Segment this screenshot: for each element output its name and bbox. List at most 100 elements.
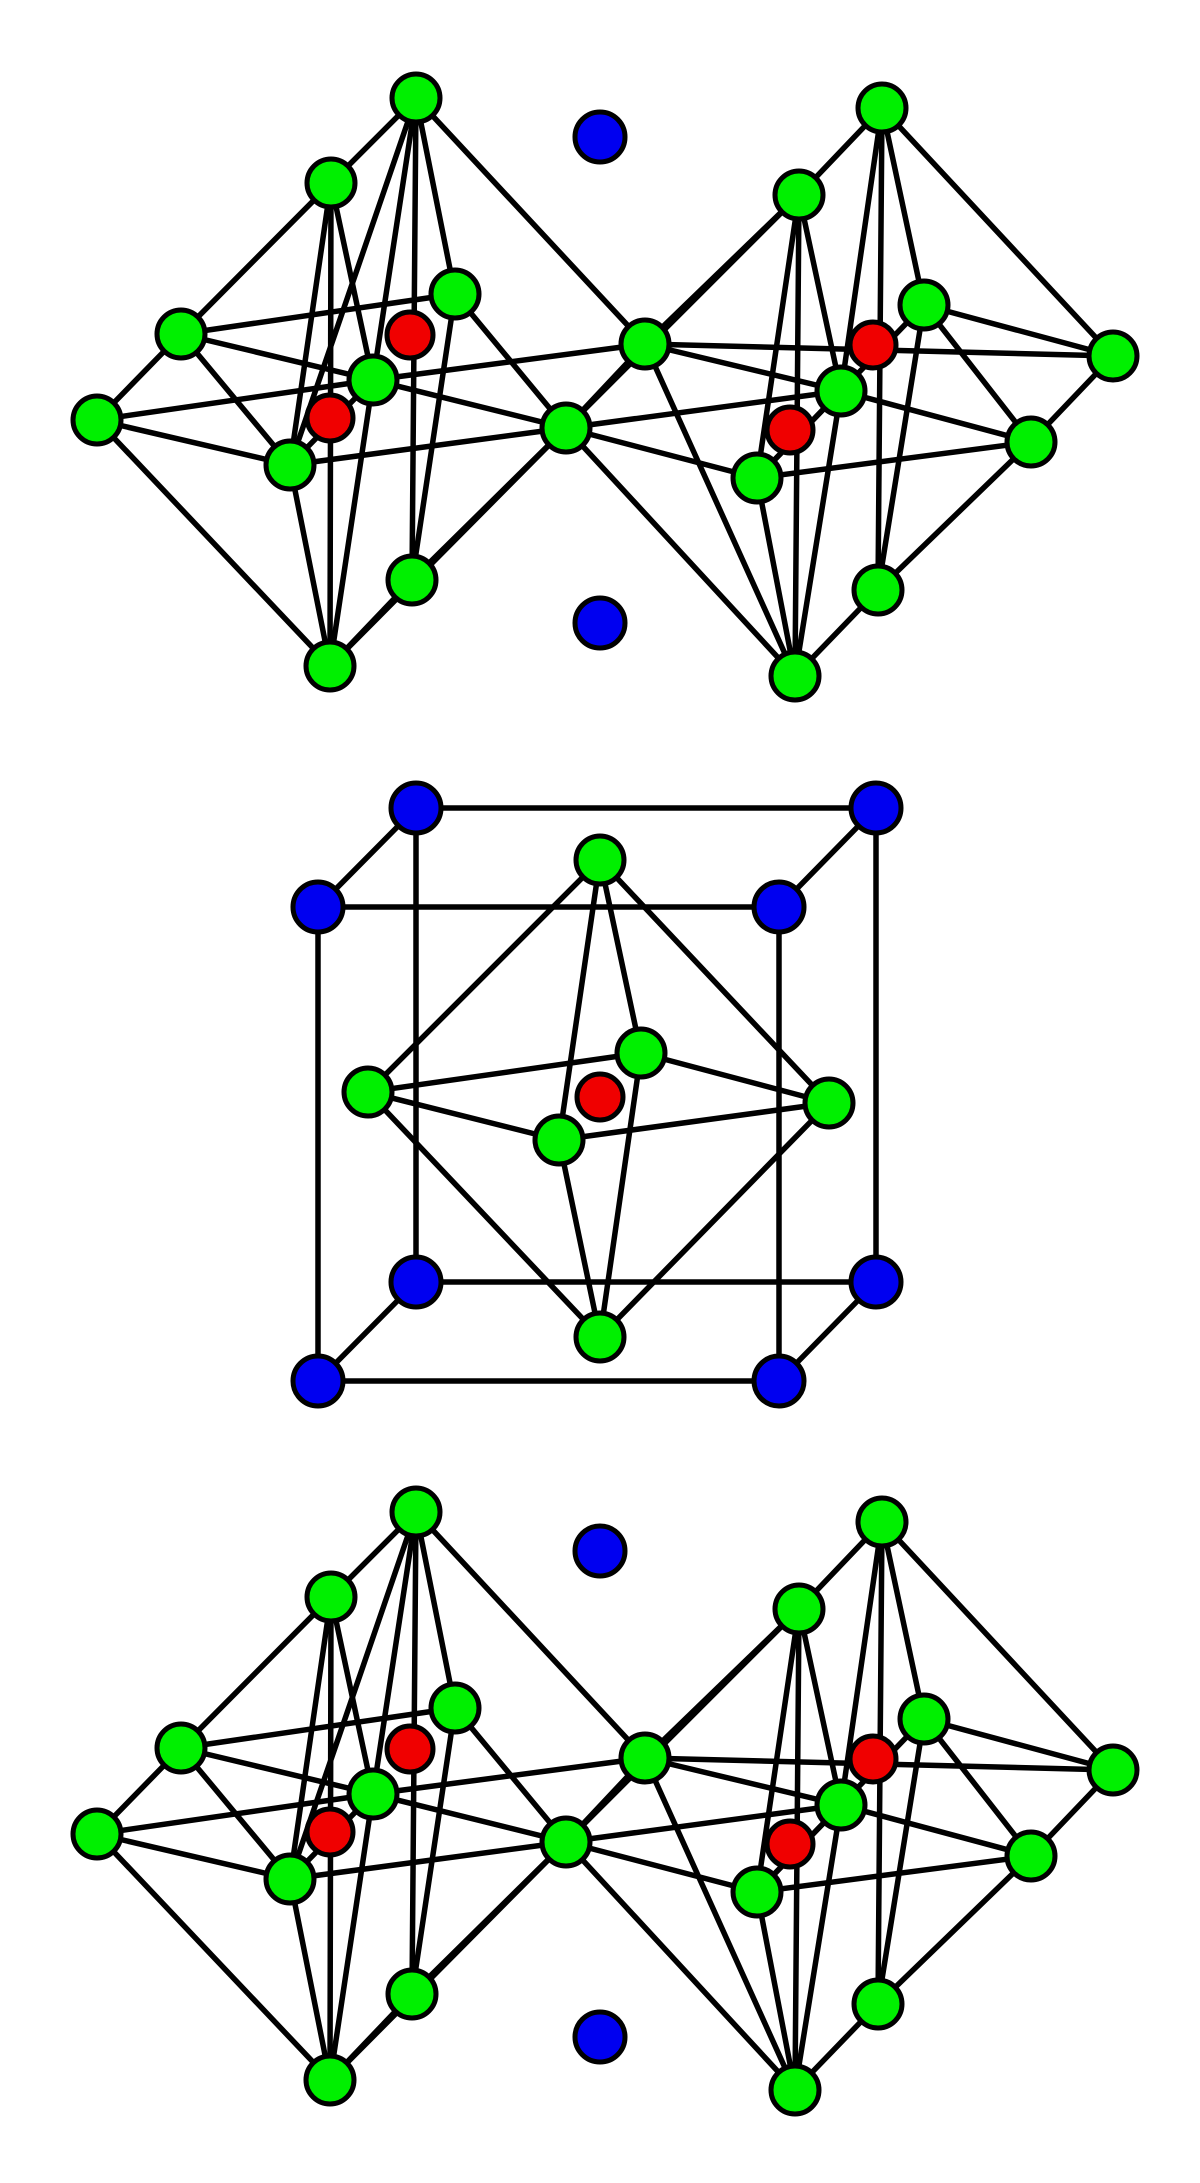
bond-line (642, 1606, 802, 1761)
cation-b-atom (764, 1818, 816, 1870)
bond-line (879, 105, 927, 308)
anion-atom (532, 1113, 586, 1167)
bond-line (94, 377, 376, 423)
cation-b-atom (847, 1733, 899, 1785)
octahedron-edge-line (556, 857, 603, 1143)
cation-a-atom (848, 1254, 904, 1310)
octahedron-edge-line (365, 1089, 562, 1143)
cation-b-atom (384, 309, 436, 361)
cation-a-atom (290, 1353, 346, 1409)
anion-atom (1004, 1829, 1058, 1883)
bond-line (94, 417, 293, 468)
bond-line (178, 1745, 376, 1797)
cation-a-atom (572, 595, 628, 651)
bond-line (178, 180, 334, 337)
bond-line (875, 302, 927, 593)
cation-a-atom (572, 2009, 628, 2065)
anion-atom (539, 1815, 593, 1869)
cation-b-atom (574, 1071, 626, 1123)
bond-line (563, 1839, 760, 1895)
anion-atom (614, 1026, 668, 1080)
bond-line (754, 1606, 802, 1895)
octahedron-edge-line (597, 857, 644, 1056)
bond-line (642, 1755, 844, 1808)
bond-line (792, 388, 844, 679)
bond-line (328, 180, 376, 383)
anion-atom (70, 393, 124, 447)
bond-line (796, 1606, 844, 1808)
panel-middle-perovskite-unit-cell (290, 780, 904, 1409)
anion-atom (389, 71, 443, 125)
bond-line (642, 341, 844, 394)
bond-line (642, 341, 798, 679)
bond-line (413, 95, 648, 347)
octahedron-edge-line (365, 857, 603, 1095)
octahedron-edge-line (556, 1100, 832, 1143)
bond-line (642, 1755, 798, 2093)
cation-a-atom (290, 879, 346, 935)
cation-a-atom (388, 1254, 444, 1310)
bond-line (754, 1853, 1034, 1895)
bond-line (796, 192, 844, 394)
bond-line (178, 331, 376, 383)
cation-a-atom (388, 780, 444, 836)
anion-atom (772, 168, 826, 222)
bond-line (838, 1802, 1034, 1859)
bond-line (370, 377, 569, 431)
bond-line (409, 1705, 458, 1997)
bond-line (879, 105, 1116, 359)
bond-line (327, 1791, 376, 2083)
bond-line (287, 425, 569, 468)
bond-line (370, 95, 419, 383)
anion-atom (768, 2063, 822, 2117)
anion-atom (303, 2053, 357, 2107)
bond-line (413, 1509, 458, 1711)
bond-line (328, 1594, 376, 1797)
bond-line (370, 1755, 648, 1797)
anion-atom (1004, 415, 1058, 469)
cation-a-atom (572, 1523, 628, 1579)
cation-b-atom (304, 392, 356, 444)
octahedron-edge-line (597, 857, 832, 1106)
bond-line (178, 1705, 458, 1751)
anion-atom (897, 278, 951, 332)
bond-line (879, 1519, 927, 1722)
anion-atom (772, 1582, 826, 1636)
bond-line (921, 302, 1116, 359)
bond-line (370, 1509, 419, 1797)
anion-atom (1086, 329, 1140, 383)
cation-a-atom (751, 1353, 807, 1409)
octahedron-edge-line (365, 1089, 603, 1340)
anion-atom (154, 1721, 208, 1775)
cation-b-atom (304, 1806, 356, 1858)
anion-atom (428, 1681, 482, 1735)
anion-atom (341, 1065, 395, 1119)
bond-line (94, 417, 333, 669)
anion-atom (814, 364, 868, 418)
bond-line (413, 95, 458, 297)
bond-line (754, 1889, 798, 2093)
cation-b-atom (847, 319, 899, 371)
octahedron-edge-line (638, 1050, 832, 1106)
anion-atom (730, 451, 784, 505)
bond-line (178, 291, 458, 337)
anion-atom (346, 1767, 400, 1821)
anion-atom (303, 639, 357, 693)
bond-line (94, 1791, 376, 1837)
octahedron-edge-line (556, 1137, 603, 1340)
bond-line (287, 1594, 334, 1882)
bond-line (642, 192, 802, 347)
anion-atom (428, 267, 482, 321)
anion-atom (618, 1731, 672, 1785)
anion-atom (802, 1076, 856, 1130)
bond-line (327, 377, 376, 669)
cation-a-atom (572, 109, 628, 165)
bond-line (563, 1839, 798, 2093)
anion-atom (263, 438, 317, 492)
bond-line (94, 1831, 333, 2083)
anion-atom (304, 1570, 358, 1624)
anion-atom (730, 1865, 784, 1919)
anion-atom (539, 401, 593, 455)
anion-atom (897, 1692, 951, 1746)
anion-atom (855, 1495, 909, 1549)
